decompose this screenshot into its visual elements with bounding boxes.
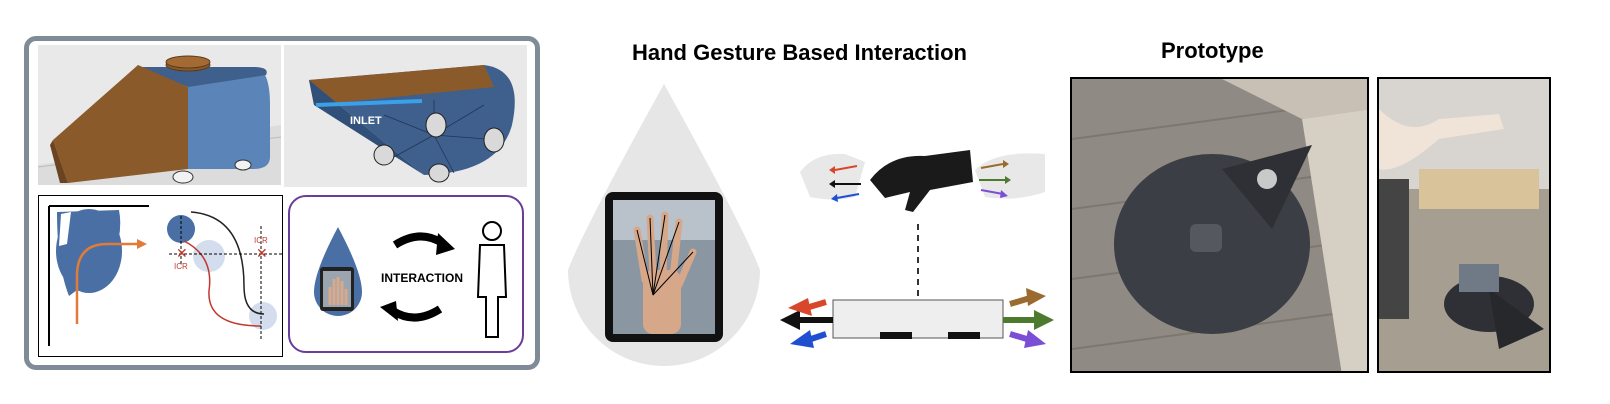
interaction-label: INTERACTION: [381, 271, 463, 285]
inlet-label: INLET: [350, 115, 382, 127]
prototype-photo-side: [1377, 77, 1551, 373]
droplet-tablet-icon: [555, 80, 773, 370]
hand-gesture-icon: [795, 142, 1050, 222]
icr-label-bottom: ICR: [174, 262, 188, 271]
svg-text:✕: ✕: [256, 245, 268, 261]
right-title: Prototype: [1161, 38, 1264, 63]
path-diagram: ✕ ✕ ICR ICR: [38, 195, 283, 357]
robot-3d-render: [38, 45, 281, 185]
icr-label-top: ICR: [254, 236, 268, 245]
interaction-box: INTERACTION: [288, 195, 524, 353]
svg-text:✕: ✕: [176, 245, 188, 261]
middle-title: Hand Gesture Based Interaction: [632, 40, 967, 65]
robot-underside-render: INLET: [284, 45, 527, 187]
prototype-photo-main: [1070, 77, 1369, 373]
robot-side-view: [778, 222, 1058, 352]
